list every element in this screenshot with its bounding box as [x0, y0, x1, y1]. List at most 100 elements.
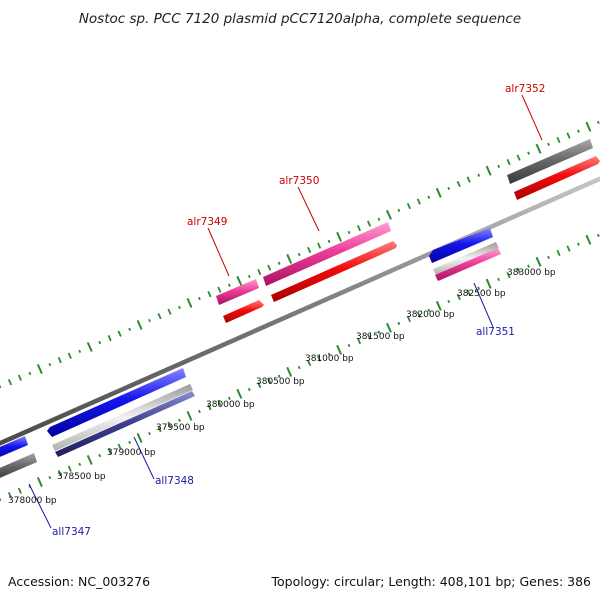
- scale-tick: [485, 278, 492, 289]
- gene-all7347[interactable]: [0, 436, 37, 480]
- scale-tick: [556, 136, 561, 144]
- scale-tick: [366, 333, 372, 340]
- scale-tick: [207, 291, 212, 298]
- gene-all7348-arrow: [55, 391, 195, 457]
- scale-tick: [336, 344, 343, 355]
- scale-tick: [385, 322, 392, 333]
- scale-tick: [297, 252, 301, 257]
- scale-tick: [397, 208, 401, 213]
- scale-tick: [336, 231, 343, 242]
- scale-tick: [117, 443, 122, 450]
- scale-tick: [477, 286, 481, 290]
- scale-tick: [447, 299, 451, 304]
- gene-all7347-arrow: [0, 453, 37, 478]
- scale-tick: [377, 330, 381, 334]
- scale-tick: [327, 352, 331, 356]
- gene-all7351-pink: [435, 248, 501, 281]
- scale-tick: [307, 359, 312, 367]
- scale-tick: [527, 264, 530, 268]
- scale-tick: [157, 313, 162, 320]
- scale-tick: [167, 421, 172, 428]
- bp-label: 382000 bp: [406, 310, 455, 320]
- gene-alr7352-bar: [507, 139, 593, 184]
- bp-label: 383000 bp: [507, 268, 556, 278]
- scale-tick: [435, 187, 442, 198]
- gene-label-alr7350[interactable]: alr7350: [279, 175, 319, 187]
- gene-alr7349[interactable]: [216, 279, 264, 323]
- scale-tick: [416, 198, 421, 205]
- scale-tick: [148, 318, 151, 323]
- scale-tick: [247, 274, 251, 279]
- scale-tick: [186, 410, 193, 421]
- scale-tick: [48, 362, 52, 367]
- gene-all7351[interactable]: [429, 228, 501, 281]
- scale-tick: [167, 308, 172, 315]
- scale-tick: [236, 388, 243, 399]
- scale-tick: [466, 176, 471, 183]
- scale-tick: [297, 365, 301, 370]
- bp-label: 378000 bp: [8, 496, 57, 506]
- scale-tick: [556, 249, 561, 257]
- scale-tick: [67, 352, 72, 359]
- gene-label-all7351[interactable]: all7351: [476, 326, 515, 338]
- scale-tick: [427, 308, 431, 312]
- gene-label-all7347[interactable]: all7347: [52, 526, 91, 538]
- scale-tick: [535, 256, 542, 267]
- bp-label: 381500 bp: [356, 332, 405, 342]
- scale-tick: [227, 396, 231, 400]
- scale-tick: [506, 158, 511, 166]
- gene-alr7349-arrow: [223, 300, 264, 323]
- scale-tick: [277, 374, 281, 378]
- scale-tick: [267, 377, 272, 384]
- gene-all7347-bar: [0, 436, 28, 457]
- leader-all7347: [28, 483, 52, 529]
- gene-alr7350[interactable]: [263, 222, 397, 302]
- scale-tick: [535, 143, 542, 154]
- scale-tick: [456, 180, 461, 188]
- scale-tick: [257, 269, 262, 276]
- scale-tick: [356, 337, 362, 345]
- scale-tick: [57, 470, 62, 477]
- scale-tick: [227, 283, 231, 287]
- scale-tick: [547, 255, 550, 260]
- scale-tick: [317, 242, 322, 249]
- gene-alr7349-bar: [216, 279, 259, 305]
- leader-alr7352: [521, 94, 543, 141]
- gene-label-alr7349[interactable]: alr7349: [187, 216, 227, 228]
- bp-label: 379500 bp: [156, 423, 205, 433]
- scale-tick: [447, 186, 451, 191]
- gene-label-all7348[interactable]: all7348: [155, 475, 194, 487]
- scale-tick: [347, 343, 351, 348]
- accession-text: Accession: NC_003276: [8, 574, 150, 589]
- gene-all7348[interactable]: [47, 368, 195, 457]
- scale-tick: [198, 296, 201, 301]
- scale-tick: [366, 220, 372, 227]
- scale-tick: [527, 151, 530, 155]
- scale-tick: [7, 492, 13, 499]
- scale-tick: [67, 465, 72, 472]
- scale-tick: [107, 448, 112, 455]
- scale-tick: [286, 253, 293, 264]
- scale-tick: [596, 233, 600, 238]
- scale-tick: [277, 261, 281, 265]
- scale-tick: [477, 173, 481, 177]
- scale-tick: [247, 387, 251, 392]
- gene-alr7350-bar: [263, 222, 391, 286]
- dna-backbone: [0, 176, 600, 446]
- scale-tick: [178, 418, 181, 422]
- scale-tick: [86, 454, 93, 465]
- scale-tick: [36, 476, 43, 488]
- bp-label: 380000 bp: [206, 400, 255, 410]
- scale-tick: [566, 245, 571, 252]
- bp-label: 378500 bp: [57, 472, 106, 482]
- scale-tick: [136, 432, 143, 443]
- gene-all7348-bar: [47, 368, 186, 437]
- bp-label: 382500 bp: [457, 289, 506, 299]
- scale-tick: [107, 335, 112, 342]
- scale-tick: [585, 234, 592, 245]
- gene-alr7352[interactable]: [507, 139, 600, 200]
- gene-label-alr7352[interactable]: alr7352: [505, 83, 545, 95]
- scale-tick: [257, 382, 262, 389]
- scale-tick: [217, 399, 222, 406]
- scale-tick: [86, 341, 93, 352]
